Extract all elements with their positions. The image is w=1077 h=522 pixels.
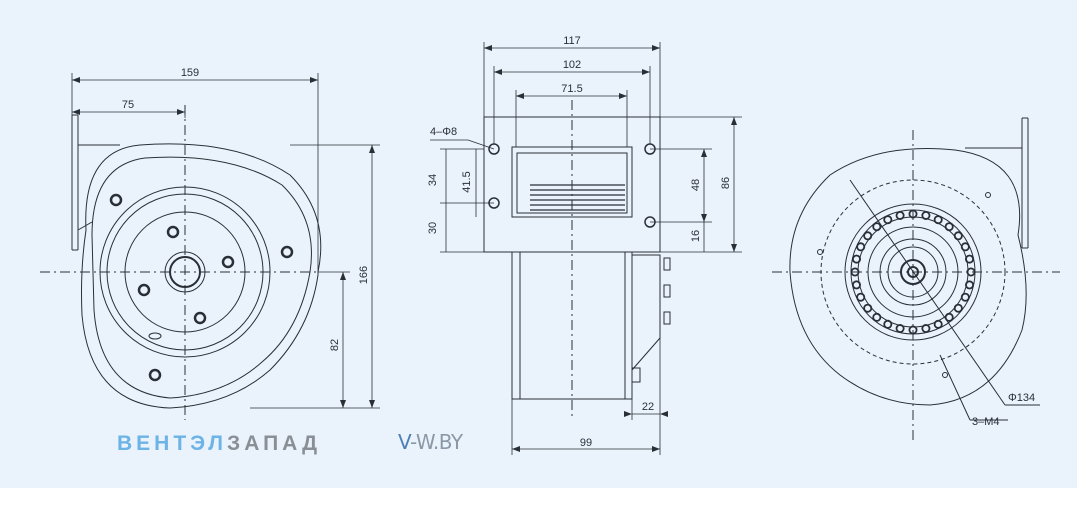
ring-hole (908, 209, 918, 219)
dim-16: 16 (690, 230, 702, 242)
ring-hole (908, 325, 918, 335)
ring-hole (872, 222, 882, 232)
dim-41-5: 41.5 (461, 171, 473, 192)
ring-hole (872, 312, 882, 322)
ring-hole (863, 231, 873, 241)
ring-hole (883, 319, 893, 329)
brand-part-1: ВЕНТЭЛ (117, 432, 228, 455)
side-view (483, 100, 671, 420)
rear-ball-ring (850, 209, 976, 335)
dim-30: 30 (427, 222, 439, 234)
dim-22: 22 (642, 401, 654, 413)
dim-159: 159 (181, 67, 199, 79)
front-view (40, 105, 322, 420)
ring-hole (944, 312, 954, 322)
ring-hole (953, 231, 963, 241)
ring-hole (960, 292, 970, 302)
ring-hole (856, 292, 866, 302)
side-dimension-arrows (484, 45, 737, 452)
ring-hole (850, 267, 860, 277)
website-rest: -W.BY (410, 430, 463, 454)
ring-hole (933, 319, 943, 329)
website-v: V (398, 430, 411, 454)
drawing-background (0, 0, 1077, 488)
dim-phi134: Φ134 (1008, 392, 1035, 404)
dim-166: 166 (358, 266, 370, 284)
ring-hole (883, 215, 893, 225)
dim-117: 117 (563, 35, 581, 47)
dim-82: 82 (329, 339, 341, 351)
dim-86: 86 (720, 177, 732, 189)
ring-hole (933, 215, 943, 225)
ring-hole (895, 210, 905, 220)
dim-48: 48 (690, 179, 702, 191)
ring-hole (966, 267, 976, 277)
ring-hole (852, 280, 862, 290)
ring-hole (856, 242, 866, 252)
ring-hole (863, 303, 873, 313)
brand-logo: ВЕНТЭЛЗАПАД (117, 432, 321, 456)
front-dimension-arrows (72, 77, 375, 408)
ring-hole (921, 210, 931, 220)
ring-hole (965, 280, 975, 290)
ring-hole (944, 222, 954, 232)
ring-hole (921, 323, 931, 333)
ring-hole (953, 303, 963, 313)
dim-102: 102 (563, 59, 581, 71)
brand-part-2: ЗАПАД (227, 432, 322, 455)
ring-hole (960, 242, 970, 252)
dim-4-phi8: 4–Φ8 (430, 126, 457, 138)
dim-71-5: 71.5 (561, 83, 582, 95)
ring-hole (965, 254, 975, 264)
ring-hole (852, 254, 862, 264)
dim-99: 99 (580, 437, 592, 449)
dim-34: 34 (427, 174, 439, 186)
side-dimensions (430, 42, 742, 455)
dim-75: 75 (122, 99, 134, 111)
ring-hole (895, 323, 905, 333)
rear-view (772, 117, 1060, 440)
dim-3-m4: 3–M4 (972, 416, 1000, 428)
website-link[interactable]: V-W.BY (398, 430, 463, 454)
